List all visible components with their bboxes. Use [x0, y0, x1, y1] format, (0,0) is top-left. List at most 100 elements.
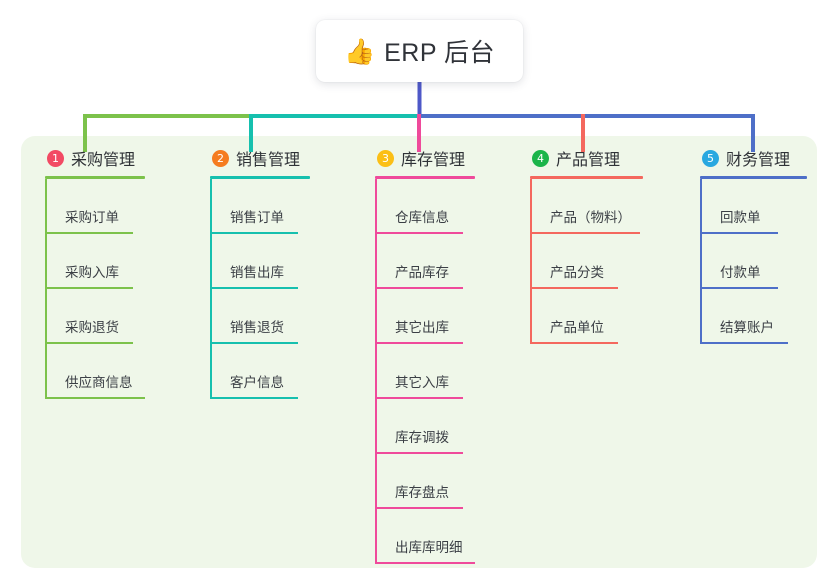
leaf-item[interactable]: 仓库信息 [375, 179, 535, 234]
leaf-rule [375, 507, 463, 509]
branch-header-2[interactable]: 2 销售管理 [210, 146, 370, 170]
leaf-item[interactable]: 销售出库 [210, 234, 370, 289]
leaf-label: 销售出库 [230, 265, 284, 280]
leaf-label: 出库库明细 [395, 540, 463, 555]
leaf-label: 其它入库 [395, 375, 449, 390]
leaf-rule [375, 287, 463, 289]
branch-title-4: 产品管理 [556, 152, 621, 169]
leaf-item[interactable]: 产品单位 [530, 289, 705, 344]
leaf-rule [530, 232, 640, 234]
leaf-rule [375, 232, 463, 234]
leaf-item[interactable]: 采购入库 [45, 234, 205, 289]
leaf-rule [530, 342, 618, 344]
leaf-label: 采购订单 [65, 210, 119, 225]
leaf-rule [45, 287, 133, 289]
leaf-item[interactable]: 其它入库 [375, 344, 535, 399]
leaf-label: 销售订单 [230, 210, 284, 225]
branch-rule-4 [530, 176, 643, 179]
leaf-rule [45, 232, 133, 234]
leaf-label: 产品单位 [550, 320, 604, 335]
leaf-label: 采购入库 [65, 265, 119, 280]
leaf-item[interactable]: 产品库存 [375, 234, 535, 289]
leaf-rule [210, 342, 298, 344]
leaf-rule [375, 452, 463, 454]
branch-header-1[interactable]: 1 采购管理 [45, 146, 205, 170]
leaf-label: 其它出库 [395, 320, 449, 335]
branch-rule-5 [700, 176, 807, 179]
branch-header-5[interactable]: 5 财务管理 [700, 146, 839, 170]
leaf-item[interactable]: 销售订单 [210, 179, 370, 234]
leaf-item[interactable]: 采购退货 [45, 289, 205, 344]
branch-column-2: 2 销售管理 销售订单 销售出库 销售退货 客户信息 [210, 146, 370, 399]
leaf-item[interactable]: 产品分类 [530, 234, 705, 289]
branch-rule-2 [210, 176, 310, 179]
branch-spine-1 [45, 179, 47, 399]
leaf-label: 回款单 [720, 210, 761, 225]
leaf-item[interactable]: 其它出库 [375, 289, 535, 344]
branch-number-badge-2: 2 [212, 149, 229, 167]
leaf-item[interactable]: 付款单 [700, 234, 839, 289]
leaf-rule [45, 342, 133, 344]
branch-leaf-list-2: 销售订单 销售出库 销售退货 客户信息 [210, 179, 370, 399]
leaf-item[interactable]: 库存盘点 [375, 454, 535, 509]
leaf-item[interactable]: 库存调拨 [375, 399, 535, 454]
branch-leaf-list-5: 回款单 付款单 结算账户 [700, 179, 839, 344]
leaf-rule [700, 287, 778, 289]
root-node-label: ERP 后台 [384, 39, 496, 67]
leaf-rule [45, 397, 145, 399]
branch-header-3[interactable]: 3 库存管理 [375, 146, 535, 170]
leaf-item[interactable]: 回款单 [700, 179, 839, 234]
branch-rule-1 [45, 176, 145, 179]
branch-column-4: 4 产品管理 产品（物料） 产品分类 产品单位 [530, 146, 705, 344]
branch-title-2: 销售管理 [236, 152, 301, 169]
branch-number-badge-1: 1 [47, 149, 64, 167]
branch-title-3: 库存管理 [401, 152, 466, 169]
leaf-label: 客户信息 [230, 375, 284, 390]
root-node[interactable]: 👍 ERP 后台 [316, 20, 523, 82]
leaf-item[interactable]: 采购订单 [45, 179, 205, 234]
leaf-item[interactable]: 出库库明细 [375, 509, 535, 564]
branch-spine-4 [530, 179, 532, 344]
leaf-label: 结算账户 [720, 320, 774, 335]
branch-column-5: 5 财务管理 回款单 付款单 结算账户 [700, 146, 839, 344]
leaf-rule [375, 342, 463, 344]
leaf-label: 采购退货 [65, 320, 119, 335]
leaf-label: 库存盘点 [395, 485, 449, 500]
leaf-rule [700, 342, 788, 344]
leaf-label: 供应商信息 [65, 375, 133, 390]
branch-spine-3 [375, 179, 377, 564]
branch-leaf-list-1: 采购订单 采购入库 采购退货 供应商信息 [45, 179, 205, 399]
leaf-label: 仓库信息 [395, 210, 449, 225]
leaf-label: 销售退货 [230, 320, 284, 335]
branch-spine-5 [700, 179, 702, 344]
branch-rule-3 [375, 176, 475, 179]
leaf-label: 库存调拨 [395, 430, 449, 445]
branch-header-4[interactable]: 4 产品管理 [530, 146, 705, 170]
branch-column-1: 1 采购管理 采购订单 采购入库 采购退货 供应商信息 [45, 146, 205, 399]
leaf-rule [210, 232, 298, 234]
leaf-label: 产品（物料） [550, 210, 631, 225]
thumbs-up-icon: 👍 [343, 37, 376, 66]
leaf-item[interactable]: 结算账户 [700, 289, 839, 344]
branch-number-badge-5: 5 [702, 149, 719, 167]
leaf-rule [700, 232, 778, 234]
leaf-rule [210, 397, 298, 399]
branch-number-badge-4: 4 [532, 149, 549, 167]
branch-column-3: 3 库存管理 仓库信息 产品库存 其它出库 其它入库 库存调拨 [375, 146, 535, 564]
branch-leaf-list-4: 产品（物料） 产品分类 产品单位 [530, 179, 705, 344]
leaf-label: 付款单 [720, 265, 761, 280]
leaf-rule [210, 287, 298, 289]
branch-panel-background [21, 136, 817, 568]
branch-title-1: 采购管理 [71, 152, 136, 169]
leaf-item[interactable]: 产品（物料） [530, 179, 705, 234]
leaf-item[interactable]: 客户信息 [210, 344, 370, 399]
leaf-rule [530, 287, 618, 289]
leaf-label: 产品分类 [550, 265, 604, 280]
leaf-item[interactable]: 供应商信息 [45, 344, 205, 399]
branch-leaf-list-3: 仓库信息 产品库存 其它出库 其它入库 库存调拨 库存盘点 [375, 179, 535, 564]
branch-spine-2 [210, 179, 212, 399]
leaf-item[interactable]: 销售退货 [210, 289, 370, 344]
branch-number-badge-3: 3 [377, 149, 394, 167]
leaf-label: 产品库存 [395, 265, 449, 280]
